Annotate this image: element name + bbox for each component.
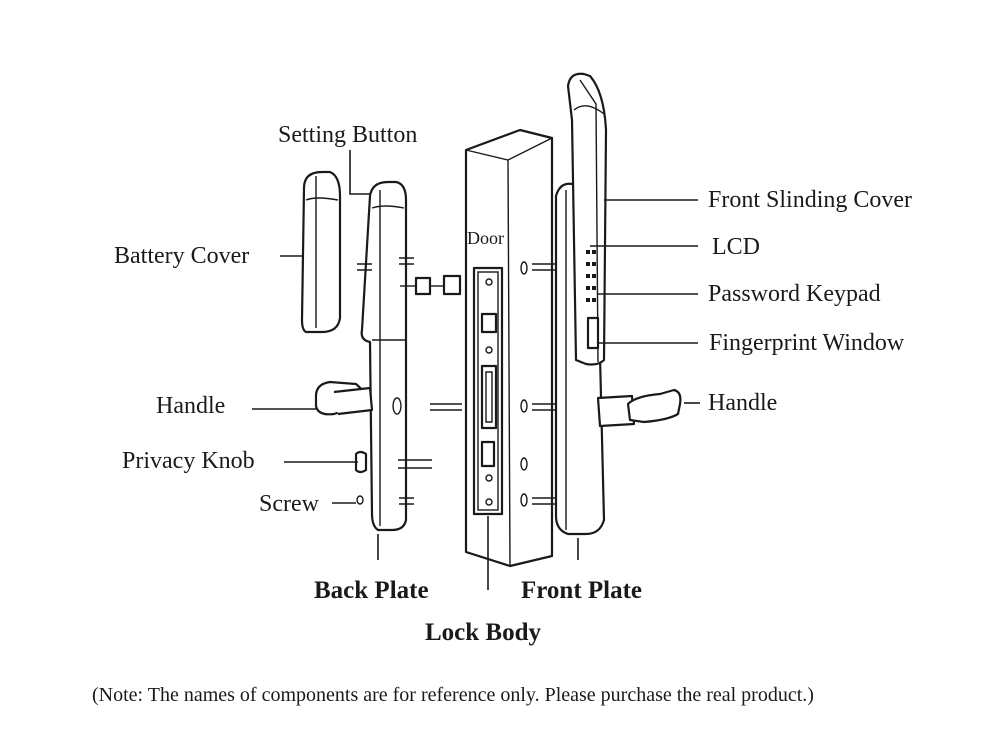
label-password-keypad: Password Keypad: [708, 281, 881, 307]
front-plate-part: [554, 72, 608, 536]
battery-cover-part: [300, 170, 342, 334]
label-handle-left: Handle: [156, 393, 226, 419]
back-plate-part: [354, 180, 462, 532]
label-back-plate: Back Plate: [314, 577, 429, 604]
label-front-plate: Front Plate: [521, 577, 643, 604]
disclaimer-note: (Note: The names of components are for r…: [92, 684, 814, 706]
label-setting-button: Setting Button: [278, 122, 418, 148]
label-front-sliding-cover: Front Slinding Cover: [708, 187, 913, 213]
label-privacy-knob: Privacy Knob: [122, 448, 255, 474]
label-lock-body: Lock Body: [425, 619, 542, 646]
label-door: Door: [467, 228, 504, 248]
label-handle-right: Handle: [708, 390, 778, 416]
leader-lines: [252, 150, 700, 590]
door-part: [464, 128, 600, 568]
right-handle-part: [596, 388, 682, 428]
label-battery-cover: Battery Cover: [114, 243, 250, 269]
label-fingerprint-window: Fingerprint Window: [709, 330, 905, 356]
label-screw: Screw: [259, 491, 319, 517]
left-handle-part: [314, 380, 374, 416]
label-lcd: LCD: [712, 234, 760, 260]
